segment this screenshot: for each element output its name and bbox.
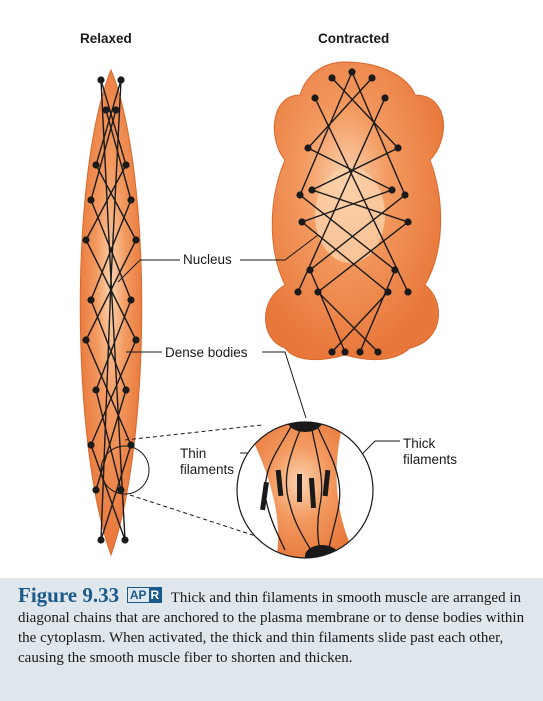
nucleus-leader-right bbox=[240, 234, 319, 261]
relaxed-cell-body bbox=[79, 68, 143, 557]
nucleus-leader-left bbox=[117, 259, 180, 283]
contracted-nucleus bbox=[315, 167, 385, 263]
dense-bodies-label: Dense bodies bbox=[165, 345, 248, 360]
nucleus-label: Nucleus bbox=[183, 252, 232, 267]
figure-number: Figure 9.33 bbox=[18, 583, 120, 607]
callout-source-circle bbox=[100, 445, 150, 495]
diagram-figure bbox=[79, 61, 444, 559]
thick-filaments-label-line2: filaments bbox=[403, 452, 458, 467]
relaxed-cell bbox=[79, 68, 143, 557]
thin-filaments-label-line1: Thin bbox=[180, 446, 207, 461]
contracted-dense-bodies bbox=[294, 68, 412, 356]
callout-zoom-circle bbox=[236, 421, 374, 559]
relaxed-dense-bodies bbox=[82, 76, 140, 544]
callout-connector-bottom bbox=[129, 494, 269, 541]
thick-filaments-label-line1: Thick bbox=[403, 436, 436, 451]
caption-text: Thick and thin filaments in smooth muscl… bbox=[18, 590, 525, 666]
zoom-dense-body-top bbox=[287, 422, 323, 432]
contracted-label: Contracted bbox=[318, 31, 390, 46]
dense-bodies-leader-right bbox=[262, 351, 307, 419]
callout-connector-top bbox=[124, 424, 263, 441]
caption-background bbox=[0, 578, 543, 701]
contracted-cell bbox=[265, 61, 444, 361]
magnification-callout bbox=[100, 421, 374, 559]
apr-badge-r: R bbox=[148, 588, 162, 602]
relaxed-label: Relaxed bbox=[80, 31, 132, 46]
contracted-filament-network bbox=[297, 71, 410, 353]
zoom-thick-filaments bbox=[260, 469, 331, 511]
thin-filaments-label-line2: filaments bbox=[180, 462, 235, 477]
apr-badge-ap: AP bbox=[129, 588, 147, 602]
